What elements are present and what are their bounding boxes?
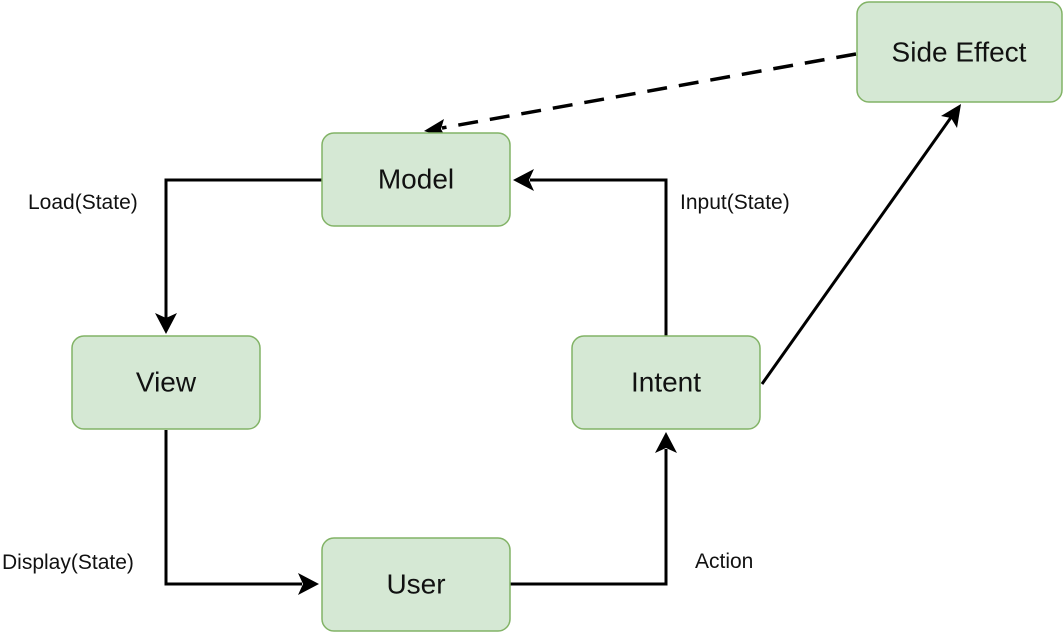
edge-label-action: Action [695, 550, 753, 573]
edge-label-load-state: Load(State) [28, 191, 138, 214]
edge-model-to-view [164, 178, 322, 318]
node-intent-label: Intent [631, 367, 701, 398]
node-user: User [321, 537, 511, 632]
edge-intent-to-side-effect [760, 115, 954, 385]
edge-user-to-intent-arrowhead [655, 432, 677, 453]
edge-label-input-state: Input(State) [680, 191, 790, 214]
edge-intent-to-model [530, 178, 668, 336]
edge-intent-to-side-effect-arrowhead [941, 104, 961, 128]
edge-side-effect-to-model [441, 52, 857, 130]
edge-user-to-intent [510, 449, 668, 586]
node-model-label: Model [378, 164, 454, 195]
edge-intent-to-model-arrowhead [513, 169, 534, 191]
node-model: Model [321, 132, 511, 227]
edge-view-to-user-arrowhead [298, 573, 319, 595]
node-view: View [71, 335, 261, 430]
node-intent: Intent [571, 335, 761, 430]
node-user-label: User [386, 569, 445, 600]
edge-view-to-user [164, 430, 302, 586]
node-side-effect-label: Side Effect [892, 37, 1027, 68]
edge-label-display-state: Display(State) [2, 551, 134, 574]
edge-model-to-view-arrowhead [155, 313, 177, 334]
node-side-effect: Side Effect [856, 1, 1063, 103]
node-view-label: View [136, 367, 197, 398]
